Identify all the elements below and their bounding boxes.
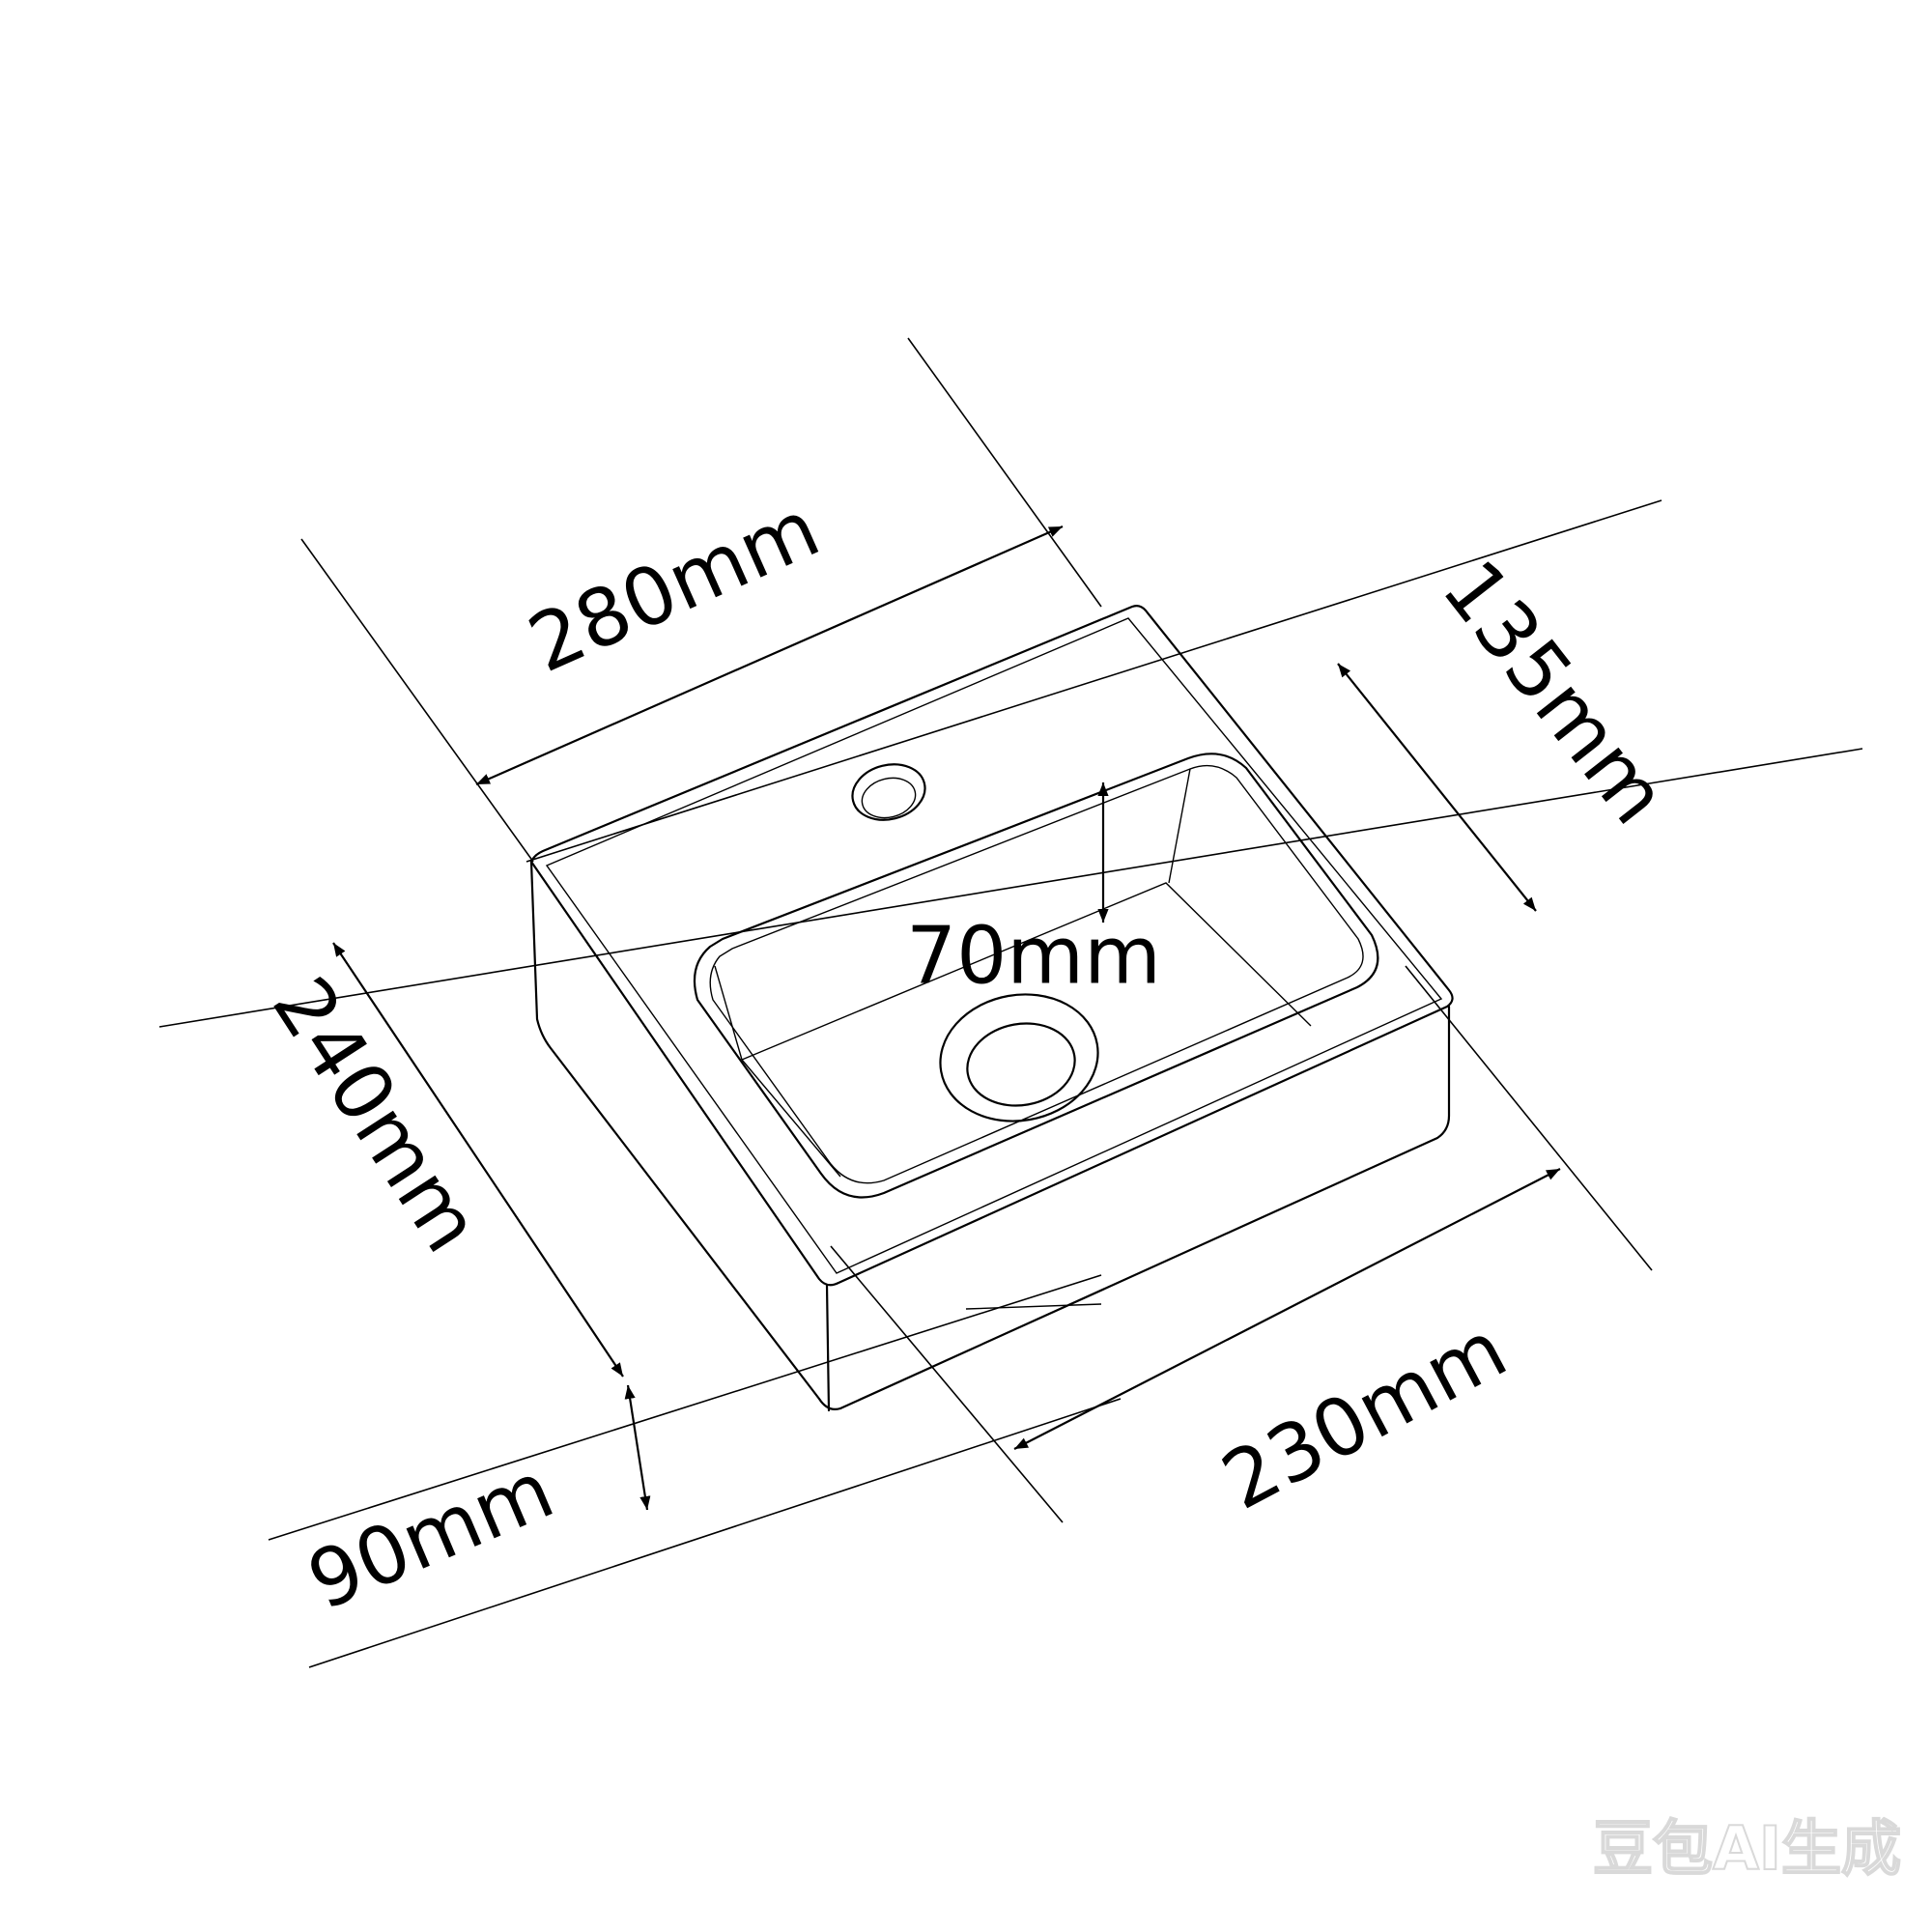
dim-line-135: [1337, 663, 1537, 912]
label-length: 280mm: [516, 483, 833, 691]
dim-line-230: [1013, 1168, 1561, 1450]
dim-line-90: [624, 1384, 651, 1511]
basin-top-rim: [529, 605, 1454, 1287]
ext-line-back-right: [526, 499, 1662, 863]
ext-line-bottom-b: [308, 1398, 1122, 1668]
watermark-text: 豆包AI生成: [1593, 1813, 1901, 1884]
ext-line-bottom-front: [830, 1245, 1064, 1523]
basin-front-edge: [825, 1283, 831, 1412]
label-width: 230mm: [1208, 1303, 1521, 1527]
extension-lines: [158, 337, 1863, 1668]
drain-outer: [939, 993, 1099, 1122]
drain-inner: [966, 1022, 1076, 1107]
ext-line-bottom-a: [268, 1274, 1102, 1541]
ext-line-right-corner: [1405, 965, 1653, 1271]
bowl-floor-front: [741, 1059, 841, 1178]
basin-left-face: [529, 860, 842, 1410]
ext-line-top-right: [907, 337, 1102, 608]
tap-hole-inner: [861, 777, 917, 819]
bowl-floor-back: [1168, 768, 1191, 884]
basin-top-rim-inner: [545, 617, 1443, 1274]
tap-hole-outer: [851, 763, 926, 821]
ext-line-top-left: [300, 538, 534, 863]
bowl-outer-rim: [693, 753, 1379, 1199]
label-bowl-depth: 70mm: [906, 910, 1161, 1002]
label-depth: 135mm: [1424, 544, 1685, 841]
label-wall-offset: 90mm: [296, 1444, 566, 1629]
bowl-floor-left: [714, 965, 743, 1061]
bowl-floor: [741, 882, 1312, 1061]
dimension-lines: [332, 525, 1561, 1511]
dim-line-280: [475, 525, 1064, 786]
bowl-inner-rim: [709, 764, 1364, 1184]
dim-line-240: [332, 942, 624, 1378]
basin-under-line: [965, 1303, 1102, 1310]
basin-body: [529, 605, 1454, 1412]
basin-right-face: [838, 1005, 1451, 1410]
